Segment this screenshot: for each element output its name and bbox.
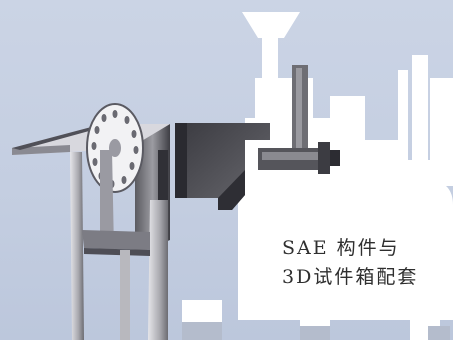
frame-legs bbox=[70, 150, 168, 340]
perforated-disk bbox=[86, 103, 144, 193]
caption-line-2: 3D试件箱配套 bbox=[282, 266, 419, 288]
housing-box bbox=[175, 123, 270, 210]
base-feet bbox=[182, 322, 450, 340]
arm-bracket bbox=[258, 65, 340, 174]
caption-line-1: SAE 构件与 bbox=[282, 237, 400, 259]
press-silhouette bbox=[182, 12, 453, 340]
